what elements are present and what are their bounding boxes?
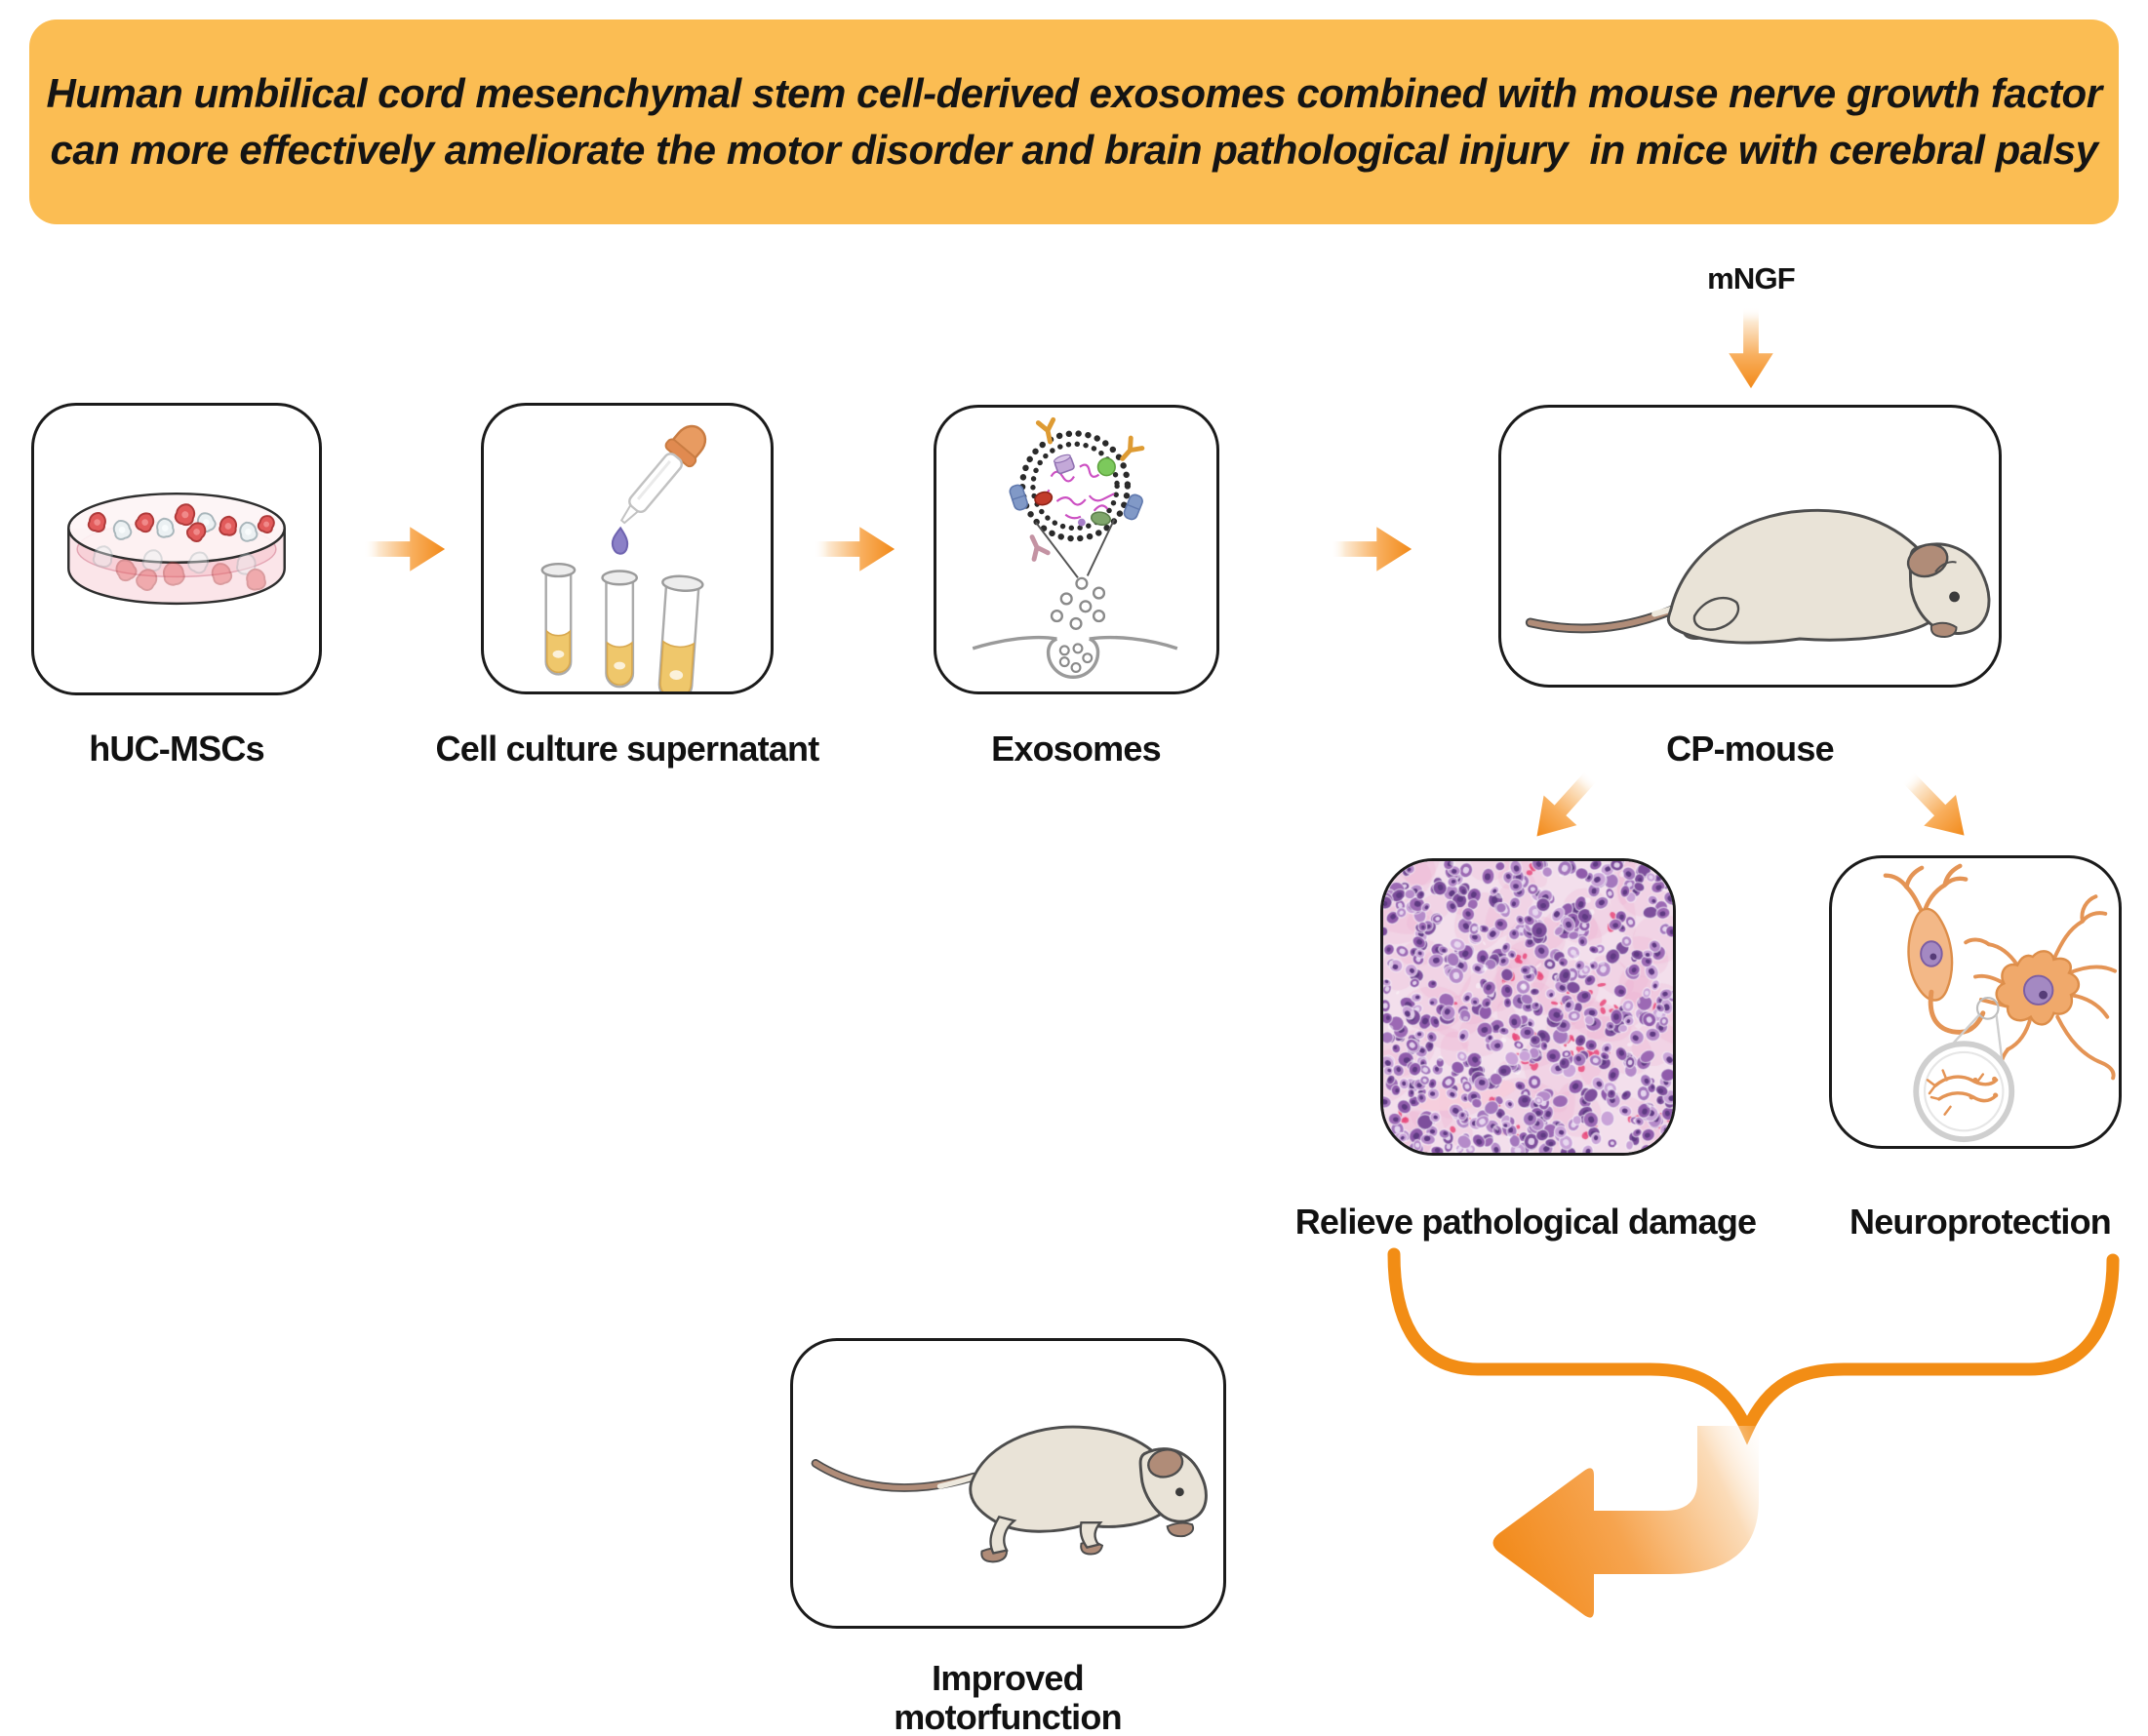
petri-dish-icon bbox=[67, 492, 286, 606]
node-label-huc-mscs: hUC-MSCs bbox=[89, 729, 264, 769]
result-box bbox=[790, 1338, 1226, 1629]
title-line-1: Human umbilical cord mesenchymal stem ce… bbox=[46, 70, 2102, 116]
mngf-label: mNGF bbox=[1707, 261, 1796, 296]
submerged-cells bbox=[92, 545, 266, 591]
exosome-vesicle-icon bbox=[972, 416, 1178, 679]
liquid-drop bbox=[611, 526, 629, 555]
curved-result-arrow-icon bbox=[1492, 1426, 1759, 1618]
outcome-label-neuroprotection: Neuroprotection bbox=[1849, 1202, 2112, 1242]
title-line-2: can more effectively ameliorate the moto… bbox=[50, 127, 2098, 173]
node-label-supernatant: Cell culture supernatant bbox=[435, 729, 820, 769]
diag-arrow-right-icon bbox=[1902, 771, 1965, 836]
title-banner: Human umbilical cord mesenchymal stem ce… bbox=[29, 20, 2119, 224]
node-box-cp-mouse bbox=[1498, 405, 2002, 688]
lying-mouse-icon bbox=[1525, 508, 1991, 645]
outcome-label-pathology: Relieve pathological damage bbox=[1294, 1202, 1757, 1242]
mngf-arrow-icon bbox=[1729, 307, 1773, 389]
he-histology-image bbox=[1380, 858, 1676, 1156]
flow-arrow-icon bbox=[364, 527, 446, 572]
node-label-cp-mouse: CP-mouse bbox=[1666, 729, 1834, 769]
flow-arrow-icon bbox=[814, 527, 895, 572]
diag-arrow-left-icon bbox=[1536, 770, 1597, 837]
cell-membrane bbox=[972, 635, 1178, 679]
walking-mouse-icon bbox=[811, 1425, 1208, 1563]
released-exosomes bbox=[1050, 576, 1106, 630]
combine-brace bbox=[1387, 1247, 2120, 1445]
node-box-supernatant bbox=[481, 403, 774, 694]
node-label-exosomes: Exosomes bbox=[991, 729, 1162, 769]
node-box-huc-mscs bbox=[31, 403, 322, 695]
outcome-box-neuroprotection bbox=[1829, 855, 2122, 1149]
result-label-line-2: motorfunction bbox=[894, 1697, 1122, 1736]
flow-arrow-icon bbox=[1331, 527, 1412, 572]
dropper-test-tubes-icon bbox=[540, 424, 707, 691]
result-label-line-1: Improved bbox=[932, 1658, 1084, 1698]
stem-cells bbox=[87, 503, 275, 542]
neurons-icon bbox=[1883, 863, 2118, 1143]
node-box-exosomes bbox=[934, 405, 1219, 694]
